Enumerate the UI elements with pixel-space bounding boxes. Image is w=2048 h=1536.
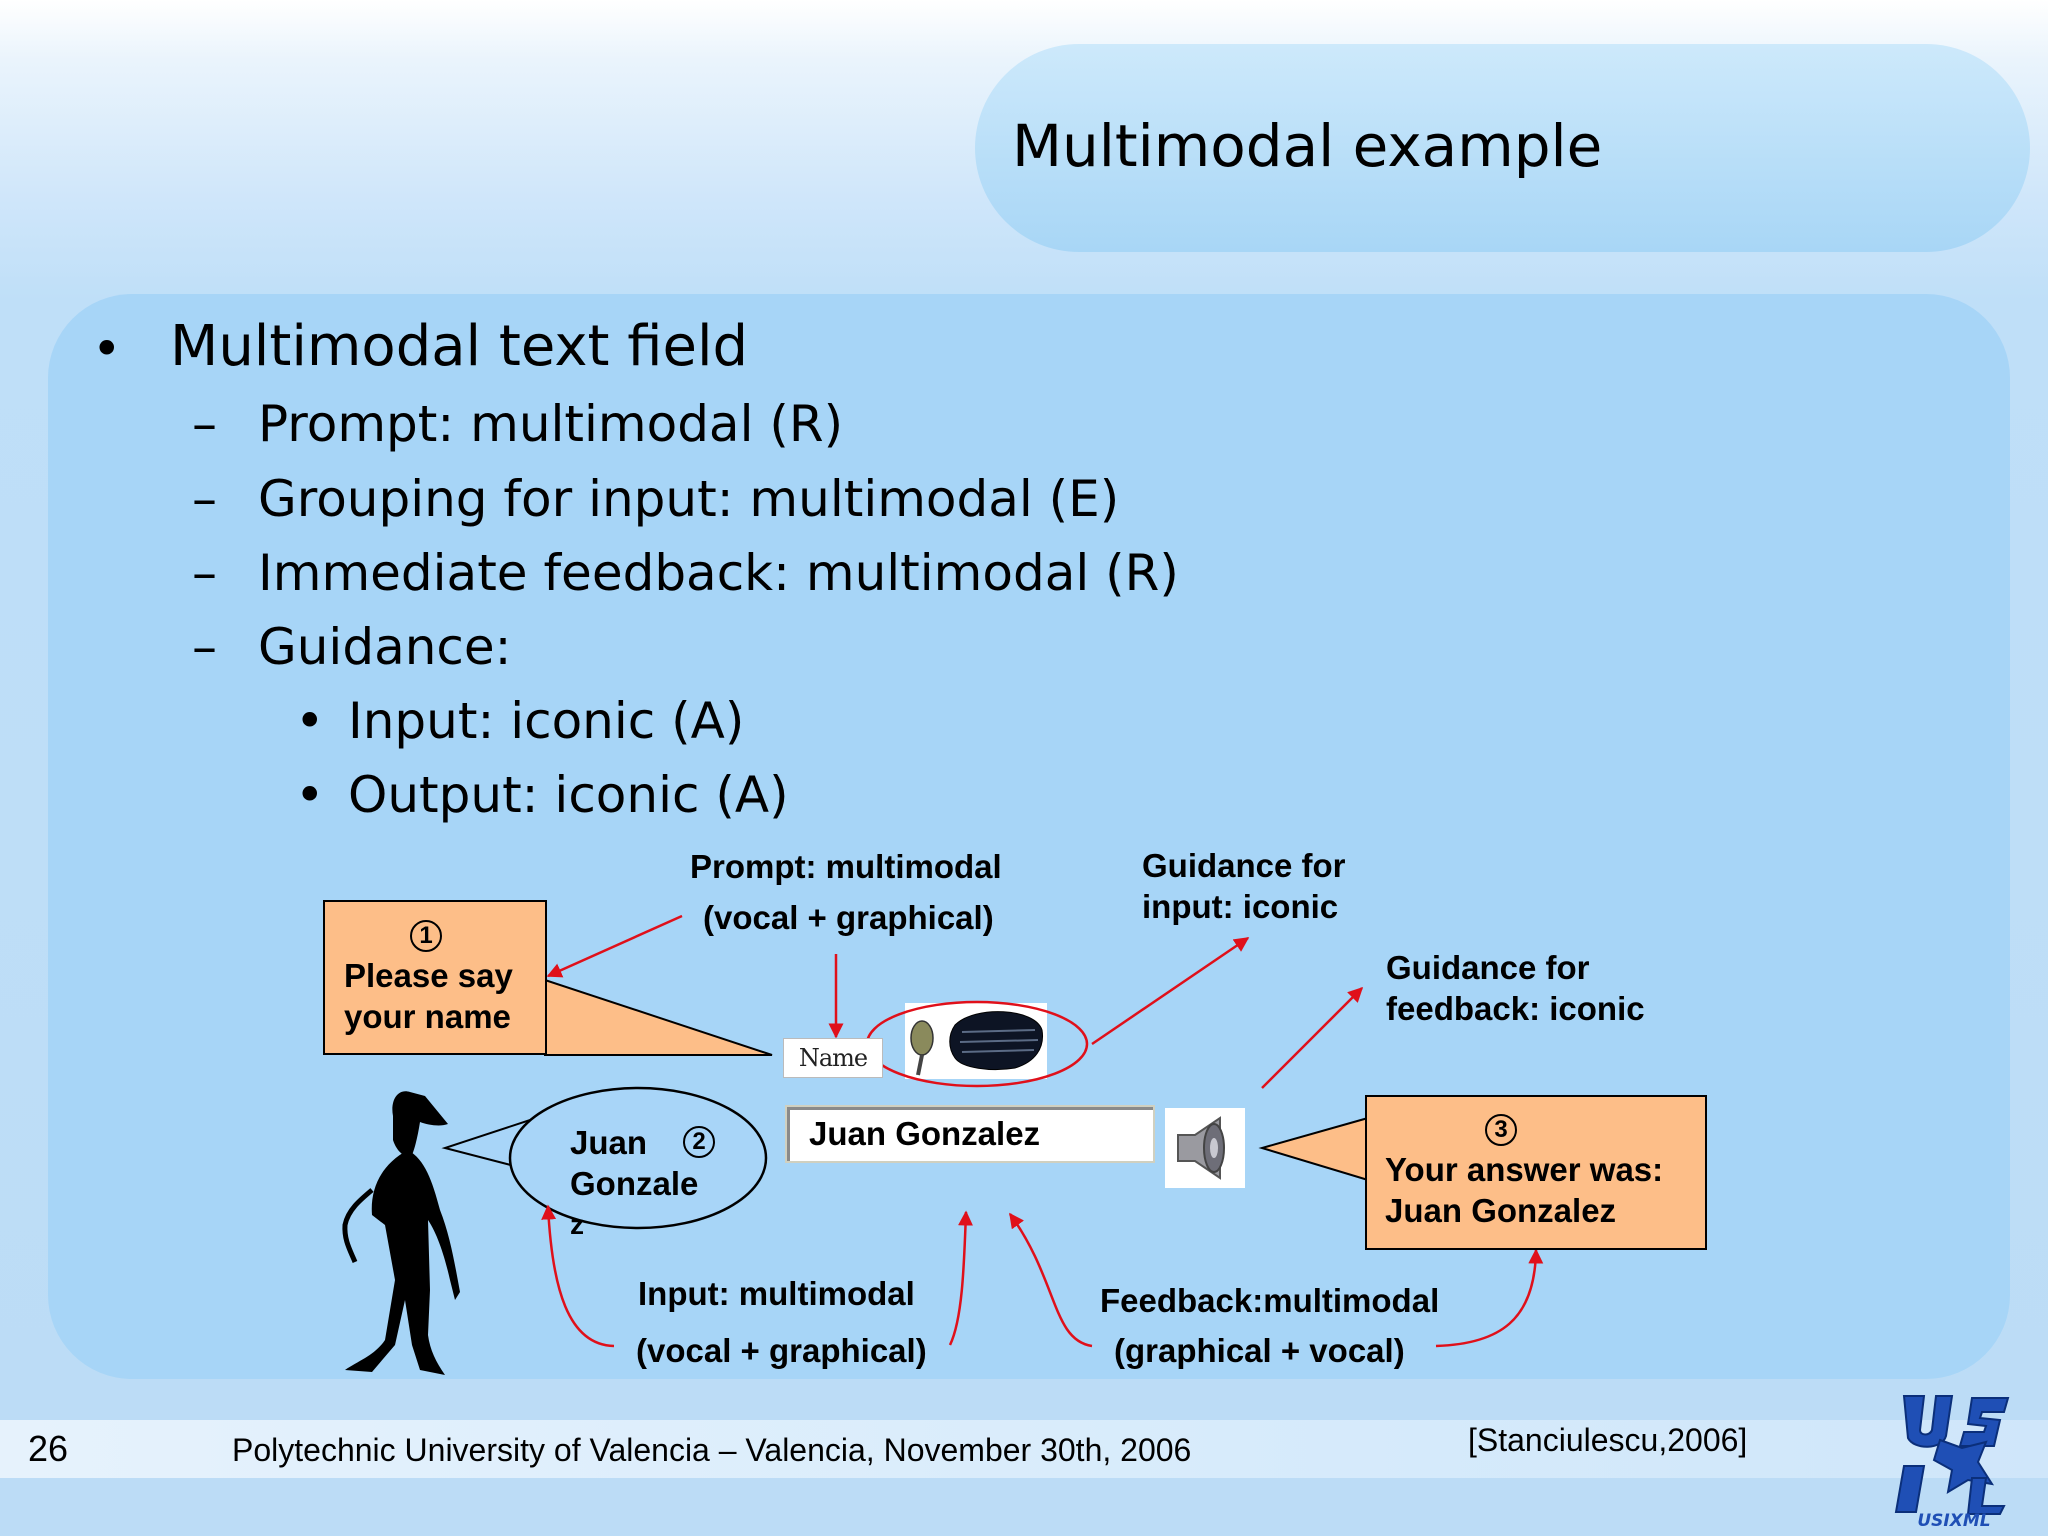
callout-3-line2: Juan Gonzalez [1385, 1192, 1617, 1229]
callout-1-line2: your name [344, 998, 511, 1035]
input-label-line1: Input: multimodal [638, 1275, 915, 1312]
guidance-input-arrow [1091, 936, 1250, 1046]
callout-2-line3: z [570, 1209, 584, 1240]
step-number-3: 3 [1485, 1114, 1517, 1146]
keyboard-icon [949, 1011, 1044, 1071]
bullet-level3: Output: iconic (A) [348, 766, 789, 824]
guidance-feedback-arrow [1261, 986, 1364, 1089]
speaker-icon [1177, 1116, 1225, 1180]
step-number-1: 1 [410, 920, 442, 952]
bullet-level2: Grouping for input: multimodal (E) [258, 470, 1120, 528]
slide-title: Multimodal example [1012, 112, 1603, 180]
bullet-marker: • [295, 766, 325, 824]
feedback-label-line1: Feedback:multimodal [1100, 1282, 1440, 1319]
feedback-label-line2: (graphical + vocal) [1114, 1332, 1405, 1369]
logo-caption: USIXML [1917, 1511, 1990, 1528]
guidance-input-line2: input: iconic [1142, 888, 1339, 925]
dash-marker: – [192, 618, 217, 676]
callout-3-tail [1258, 1116, 1369, 1182]
usixml-logo: USIXML [1890, 1388, 2018, 1531]
callout-1-line1: Please say [344, 957, 513, 994]
bullet-marker: • [295, 692, 325, 750]
bullet-level2: Guidance: [258, 618, 512, 676]
logo-graphic: USIXML [1894, 1395, 2010, 1531]
prompt-arrow-to-callout [546, 914, 683, 978]
bullet-level1: Multimodal text field [170, 314, 749, 379]
input-arrow-to-callout [541, 1204, 615, 1348]
input-label-line2: (vocal + graphical) [636, 1332, 927, 1369]
prompt-label-line2: (vocal + graphical) [703, 899, 994, 936]
citation: [Stanciulescu,2006] [1468, 1422, 1748, 1458]
microphone-icon [910, 1020, 934, 1076]
callout-3-line1: Your answer was: [1385, 1151, 1664, 1188]
callout-2-ellipse [508, 1086, 768, 1230]
footer-venue: Polytechnic University of Valencia – Val… [232, 1432, 1192, 1468]
footer-band [0, 1420, 2048, 1478]
dash-marker: – [192, 395, 217, 453]
input-arrow-to-field [948, 1210, 974, 1346]
callout-1-tail [544, 978, 773, 1056]
feedback-arrow-to-field [1008, 1212, 1093, 1348]
step-number-2: 2 [683, 1126, 715, 1158]
feedback-arrow-to-callout [1435, 1248, 1544, 1348]
bullet-level2: Immediate feedback: multimodal (R) [258, 544, 1179, 602]
page-number: 26 [28, 1428, 69, 1469]
title-banner [975, 44, 2030, 252]
prompt-label-line1: Prompt: multimodal [690, 848, 1002, 885]
name-widget-label: Name [783, 1038, 883, 1078]
stick-figure-person [342, 1091, 460, 1375]
bullet-marker: • [92, 320, 122, 378]
name-text-field[interactable]: Juan Gonzalez [785, 1105, 1155, 1163]
dash-marker: – [192, 470, 217, 528]
guidance-feedback-line1: Guidance for [1386, 949, 1590, 986]
guidance-input-line1: Guidance for [1142, 847, 1346, 884]
bullet-level2: Prompt: multimodal (R) [258, 395, 844, 453]
guidance-feedback-line2: feedback: iconic [1386, 990, 1645, 1027]
callout-3-box [1365, 1095, 1707, 1250]
bullet-level3: Input: iconic (A) [348, 692, 745, 750]
dash-marker: – [192, 544, 217, 602]
callout-2-line1: Juan [570, 1124, 648, 1161]
callout-2-line2: Gonzale [570, 1165, 699, 1202]
